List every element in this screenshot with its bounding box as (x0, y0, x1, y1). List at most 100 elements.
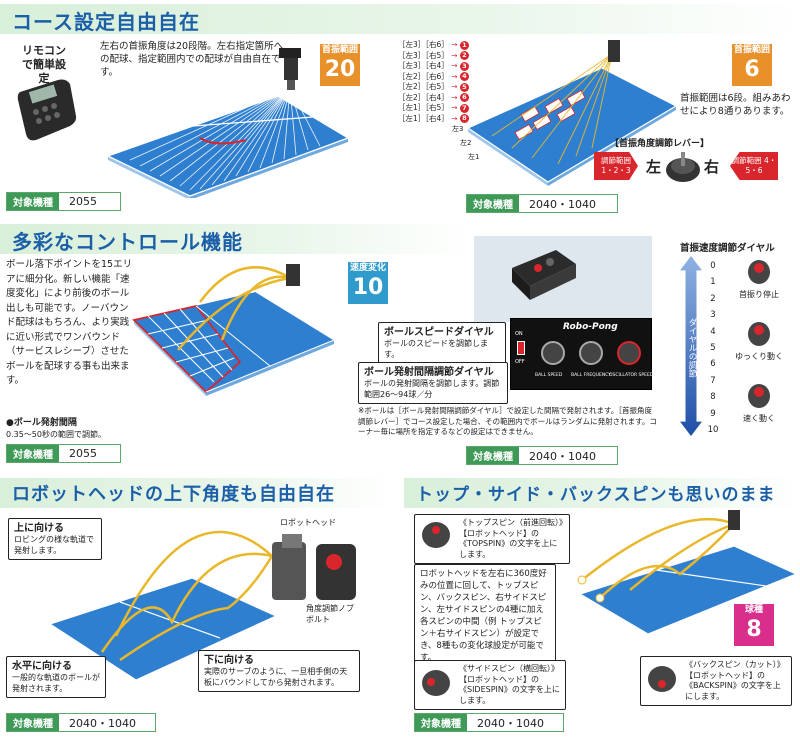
callout-head: 下に向ける (204, 655, 254, 666)
callout-body: 《バックスピン（カット）》【ロボットヘッド】の《BACKSPIN》の文字を上にし… (685, 660, 785, 701)
panel-label-ball-frequency: BALL FREQUENCY (571, 373, 612, 378)
combo-row: ［左3］［右4］ → 3 (398, 61, 469, 72)
callout-body: 《サイドスピン（横回転）》【ロボットヘッド】の《SIDESPIN》の文字を上にし… (459, 664, 560, 705)
section-title-spin: トップ・サイド・バックスピンも思いのまま (416, 485, 776, 505)
arrow-right-icon: → (448, 40, 460, 49)
badge-label: 首振範囲 (733, 45, 770, 55)
lever-title: 【首振角度調節レバー】 (610, 139, 710, 149)
arrow-right-icon: → (448, 50, 460, 60)
badge-swing-range-20: 首振範囲 20 (320, 44, 360, 86)
dial-state-label: ゆっくり動く (735, 352, 783, 361)
arrow-right-icon: → (448, 103, 460, 112)
dial-number: 2 (710, 293, 716, 304)
badge-label: 球種 (744, 605, 763, 615)
panel-brand: Robo-Pong (563, 322, 618, 332)
model-value: 2055 (69, 195, 97, 208)
combo-row: ［左3］［右5］ → 2 (398, 50, 469, 62)
ball-frequency-dial[interactable] (579, 341, 603, 365)
dial-state-stop: 首振り停止 (728, 256, 790, 301)
remote-control-image (17, 79, 77, 141)
side-label-l3: 左3 (452, 125, 464, 133)
dial-state-label: 首振り停止 (739, 290, 779, 299)
panel-note: ※ボールは［ボール発射間隔調節ダイヤル］で設定した間隔で発射されます。［首振角度… (358, 406, 657, 436)
badge-value: 8 (746, 617, 762, 642)
model-value: 2040・1040 (529, 197, 596, 211)
robot-head-backspin-icon (648, 666, 676, 692)
dial-vertical-arrow (680, 256, 702, 436)
model-key: 対象機種 (415, 714, 467, 731)
model-key: 対象機種 (7, 714, 59, 731)
target-model-2040-s6: 対象機種 2040・1040 (414, 713, 564, 732)
callout-level: 水平に向ける 一般的な軌道のボールが発射されます。 (6, 656, 106, 698)
target-model-2055-s1: 対象機種 2055 (6, 192, 121, 211)
combo-number: 7 (459, 103, 469, 113)
dial-vertical-label: ダイヤルの調節 (687, 318, 697, 378)
dial-number: 0 (710, 261, 716, 271)
callout-body: ボールのスピードを調節します。 (384, 339, 488, 359)
badge-speed-change-10: 速度変化 10 (348, 262, 388, 304)
model-key: 対象機種 (7, 193, 59, 210)
lever-device-image (666, 152, 700, 182)
dial-state-slow: ゆっくり動く (728, 318, 790, 363)
callout-spin-combination: ロボットヘッドを左右に360度好みの位置に回して、トップスピン、バックスピン、右… (414, 564, 556, 668)
callout-up: 上に向ける ロビングの様な軌道で発射します。 (8, 518, 102, 560)
combo-number: 6 (459, 93, 469, 102)
course-table-illustration (107, 48, 349, 198)
callout-head: ボールスピードダイヤル (384, 327, 494, 338)
section-band-course: コース設定自由自在 (0, 4, 800, 34)
robot-head-topspin-icon (422, 522, 450, 548)
combo-list: ［左3］［右6］ → 1［左3］［右5］ → 2［左3］［右4］ → 3［左2］… (398, 40, 469, 124)
badge-swing-range-6: 首振範囲 6 (732, 44, 772, 86)
control-description: ボール落下ポイントを15エリアに細分化。新しい機能「速度変化」により前後のボール… (6, 259, 133, 386)
dial-number: 9 (710, 408, 716, 419)
combo-text: ［左3］［右6］ (398, 40, 449, 49)
dial-title: 首振速度調節ダイヤル (680, 243, 775, 254)
robot-head-fast-icon (748, 384, 770, 408)
combo-number: 2 (459, 51, 469, 60)
control-table-illustration (132, 264, 335, 396)
combo-text: ［左3］［右4］ (398, 61, 449, 70)
badge-label: 速度変化 (349, 263, 386, 273)
combo-row: ［左2］［右5］ → 5 (398, 82, 469, 93)
target-model-2040-s2: 対象機種 2040・1040 (466, 194, 618, 213)
section-title-head-angle: ロボットヘッドの上下角度も自由自在 (12, 484, 335, 505)
side-label-l2: 左2 (460, 139, 472, 147)
badge-value: 6 (744, 57, 760, 82)
arrow-right-icon: → (448, 71, 460, 81)
badge-label: 首振範囲 (321, 45, 358, 55)
spin-table-illustration (577, 510, 797, 635)
lever-right-label: 右 (704, 158, 720, 176)
section-title-control: 多彩なコントロール機能 (12, 230, 243, 254)
combo-row: ［左1］［右5］ → 7 (398, 103, 469, 114)
combo-row: ［左2］［右6］ → 4 (398, 71, 469, 83)
combo-text: ［左2］［右4］ (398, 92, 449, 102)
robot-head-stop-icon (748, 260, 770, 284)
range6-table-illustration (467, 40, 677, 186)
lever-right-range: 調節範囲 4・5・6 (730, 152, 778, 180)
robot-head-photo (272, 534, 356, 600)
power-switch[interactable] (517, 341, 525, 355)
interval-body: 0.35～50秒の範囲で調節。 (6, 430, 106, 439)
side-label-l1: 左1 (468, 153, 480, 161)
target-model-2040-s5: 対象機種 2040・1040 (6, 713, 156, 732)
ball-speed-dial[interactable] (541, 341, 565, 365)
remote-label: リモコンで簡単設定 (22, 44, 66, 85)
callout-ball-speed-dial: ボールスピードダイヤル ボールのスピードを調節します。 (378, 322, 506, 364)
panel-off: OFF (515, 359, 525, 365)
dial-number: 3 (710, 310, 716, 321)
target-model-2055-s3: 対象機種 2055 (6, 444, 121, 463)
combo-number: 3 (459, 61, 469, 71)
control-panel: Robo-Pong ON OFF BALL SPEED BALL FREQUEN… (510, 318, 653, 390)
callout-topspin: 《トップスピン（前進回転）》【ロボットヘッド】の《TOPSPIN》の文字を上にし… (414, 514, 570, 564)
callout-head: 上に向ける (14, 523, 64, 534)
oscillator-speed-dial[interactable] (617, 341, 641, 365)
callout-sidespin: 《サイドスピン（横回転）》【ロボットヘッド】の《SIDESPIN》の文字を上にし… (414, 660, 566, 710)
section-title-course: コース設定自由自在 (12, 10, 200, 34)
callout-down: 下に向ける 実際のサーブのように、一旦相手側の天板にバウンドしてから発射されます… (198, 650, 360, 692)
robot-unit-image (512, 250, 576, 300)
robot-head-label: ロボットヘッド (280, 518, 336, 527)
callout-interval-dial: ボール発射間隔調節ダイヤル ボールの発射間隔を調節します。調節範囲26～94球／… (358, 362, 508, 404)
combo-row: ［左2］［右4］ → 6 (398, 92, 469, 104)
target-model-2040-s4: 対象機種 2040・1040 (466, 446, 618, 465)
